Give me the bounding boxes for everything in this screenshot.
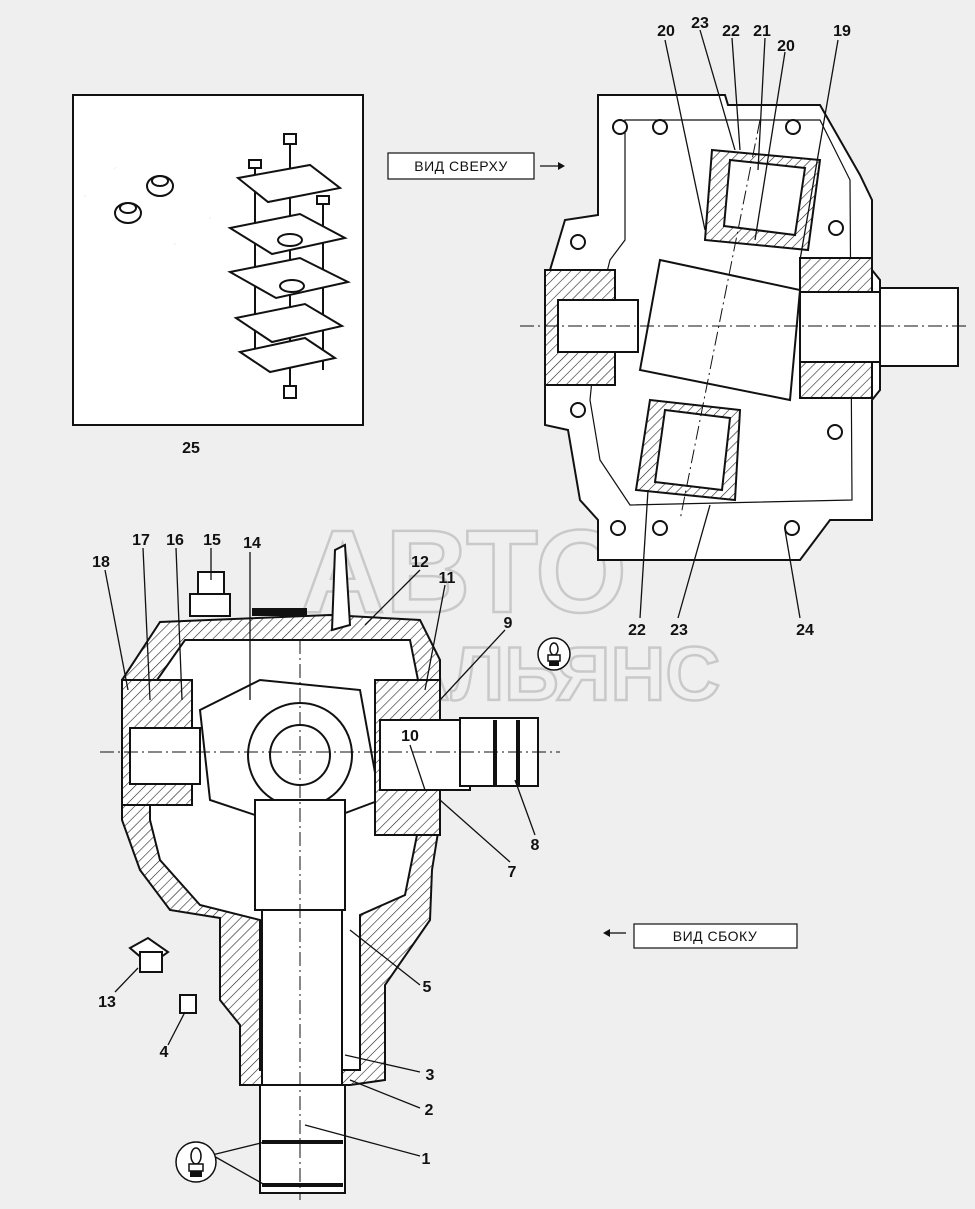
bolt-kit-box [72,94,364,426]
part-label-20b: 20 [777,38,795,55]
part-label-15: 15 [203,532,221,549]
part-label-10: 10 [401,728,419,745]
grease-point-icon [537,637,571,671]
part-label-14: 14 [243,535,261,552]
part-label-4: 4 [160,1044,169,1061]
part-label-22a: 22 [722,23,740,40]
part-label-17: 17 [132,532,150,549]
part-labels: 25 20 23 22 21 20 19 22 23 24 18 17 16 1… [92,15,851,1168]
part-label-8: 8 [531,837,540,854]
part-label-25: 25 [182,440,200,457]
part-label-24: 24 [796,622,814,639]
top-view-drawing [520,29,970,619]
part-label-11: 11 [439,570,456,587]
part-label-23b: 23 [670,622,688,639]
part-label-7: 7 [508,864,517,881]
part-label-5: 5 [423,979,432,996]
part-label-16: 16 [166,532,184,549]
grease-nipple-4 [179,994,197,1014]
plug-13 [128,936,170,973]
arrow-left-icon [603,929,626,937]
bolt-stack [227,133,351,399]
part-label-18: 18 [92,554,110,571]
top-view-label-box: ВИД СВЕРХУ [387,152,565,180]
side-view-drawing [100,543,560,1200]
part-label-2: 2 [425,1102,434,1119]
mounting-holes [570,119,844,536]
side-view-label: ВИД СБОКУ [673,928,758,944]
part-label-13: 13 [98,994,116,1011]
part-label-19: 19 [833,23,851,40]
top-view-leaders [639,29,839,619]
part-label-12: 12 [411,554,429,571]
side-view-label-box: ВИД СБОКУ [603,923,798,949]
arrow-right-icon [540,162,565,170]
part-label-21: 21 [753,23,771,40]
part-label-20a: 20 [657,23,675,40]
side-view-leaders [104,547,536,1186]
part-label-1: 1 [422,1151,431,1168]
part-label-22b: 22 [628,622,646,639]
top-view-label: ВИД СВЕРХУ [414,158,508,174]
part-label-23a: 23 [691,15,709,32]
part-label-9: 9 [504,615,513,632]
hex-wrench-tools [84,166,211,246]
part-label-3: 3 [426,1067,435,1084]
grease-point-icon [175,1141,217,1183]
